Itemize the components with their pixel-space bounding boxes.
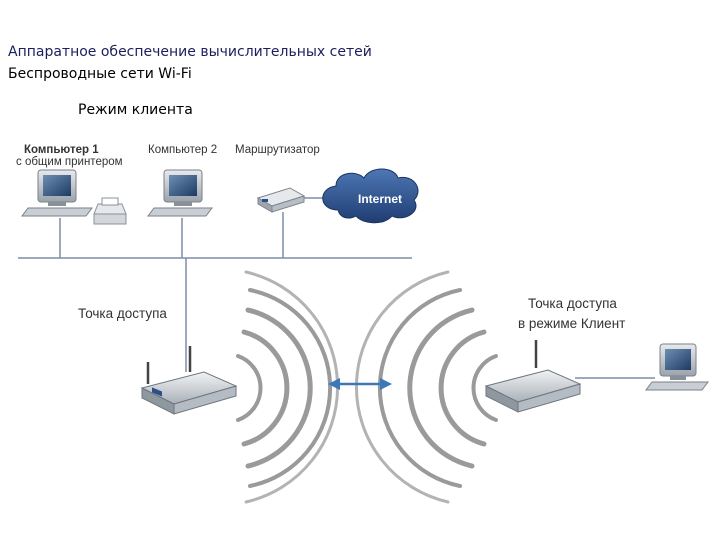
access-point-icon <box>140 346 238 415</box>
client-access-point-icon <box>484 340 582 413</box>
router-label: Маршрутизатор <box>235 144 320 156</box>
client-computer-icon <box>645 343 709 391</box>
internet-label: Internet <box>358 192 402 206</box>
left-signal-waves <box>236 270 340 504</box>
page-subtitle: Беспроводные сети Wi-Fi <box>8 66 192 82</box>
computer1-label-line2: с общим принтером <box>16 156 123 168</box>
computer2-icon <box>147 169 213 217</box>
printer-icon <box>93 197 127 225</box>
page-title: Аппаратное обеспечение вычислительных се… <box>8 44 372 60</box>
computer2-label: Компьютер 2 <box>148 144 218 156</box>
internet-cloud-icon: Internet <box>322 168 419 224</box>
wireless-link-arrow <box>328 378 392 390</box>
right-signal-waves <box>354 270 498 504</box>
access-point-label: Точка доступа <box>78 306 167 321</box>
computer1-icon <box>21 169 93 217</box>
network-lines <box>18 197 655 379</box>
client-ap-label-line1: Точка доступа <box>528 296 617 311</box>
computer1-label-line1: Компьютер 1 <box>24 144 99 156</box>
mode-heading: Режим клиента <box>78 102 193 118</box>
router-icon <box>256 187 306 213</box>
client-ap-label-line2: в режиме Клиент <box>518 316 626 331</box>
